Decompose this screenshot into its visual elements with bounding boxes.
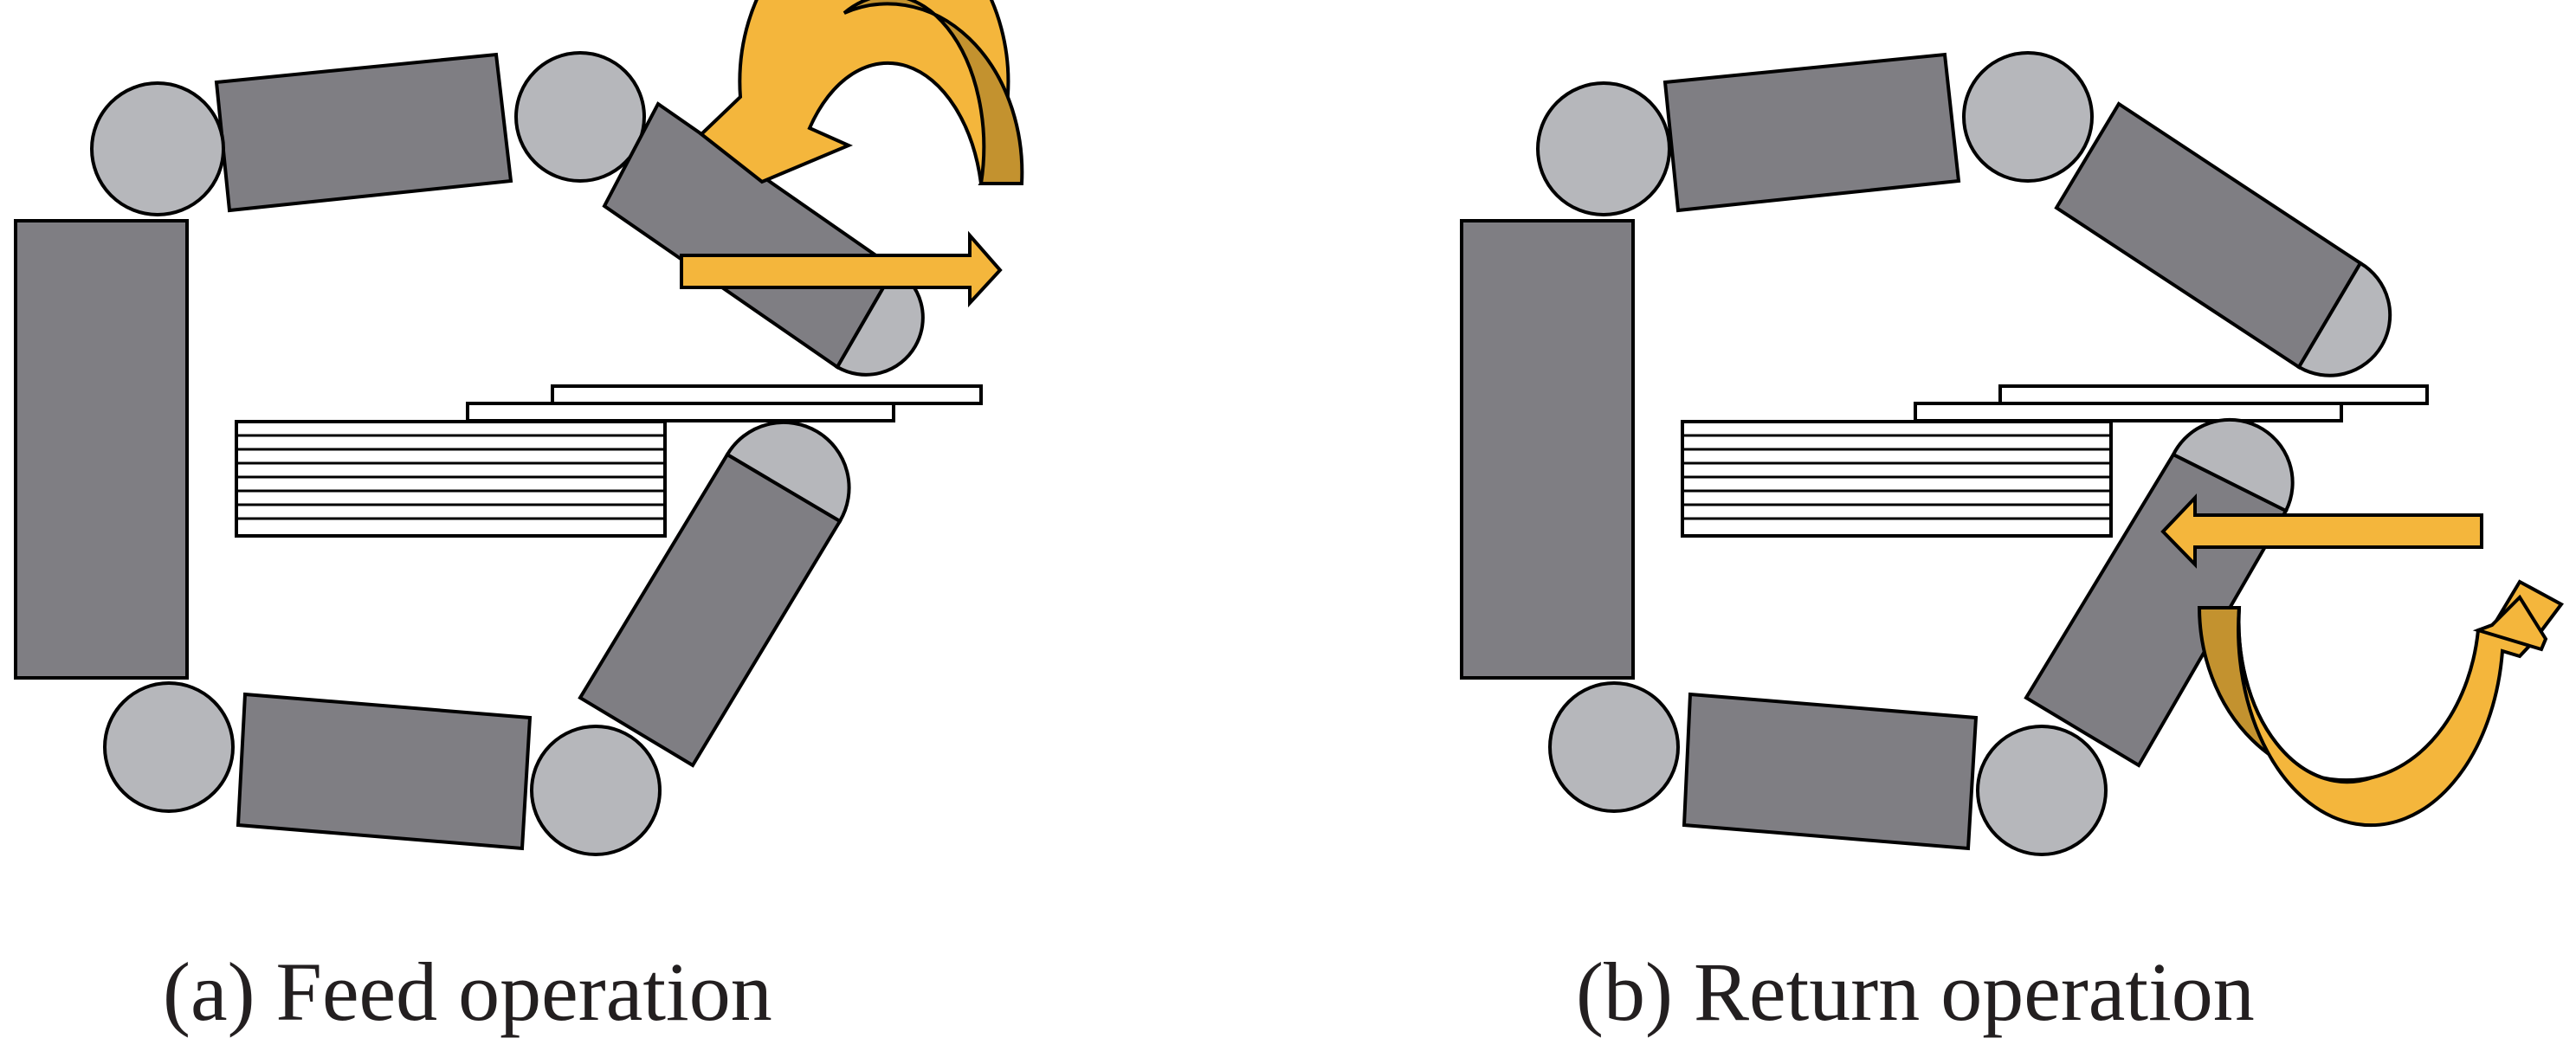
- curved-rotation-arrow-icon: [2197, 579, 2564, 828]
- sheet-stack: [235, 420, 667, 538]
- upper-separated-sheet: [1998, 384, 2429, 405]
- lower-left-link: [236, 692, 533, 851]
- curved-rotation-arrow-icon: [698, 0, 1024, 185]
- panel-b-return-operation: (b) Return operation: [1460, 51, 2564, 1038]
- panel-a-feed-operation: (a) Feed operation: [14, 0, 1024, 1038]
- caption-b: (b) Return operation: [1576, 945, 2255, 1038]
- upper-middle-joint: [1962, 51, 2094, 183]
- lower-middle-joint: [530, 725, 662, 856]
- lower-middle-joint: [1976, 725, 2108, 856]
- upper-right-link: [2054, 101, 2392, 377]
- straight-arrow-icon: [2160, 493, 2483, 569]
- upper-right-tip-roller: [2296, 261, 2392, 377]
- sheet-stack: [1681, 420, 2113, 538]
- upper-right-link: [602, 101, 925, 377]
- base-block: [14, 219, 189, 680]
- upper-middle-joint: [514, 51, 646, 183]
- upper-left-link: [1662, 52, 1961, 213]
- caption-a: (a) Feed operation: [163, 945, 772, 1038]
- lower-left-link: [1682, 692, 1979, 851]
- upper-left-link: [214, 52, 513, 213]
- lower-separated-sheet: [466, 402, 895, 422]
- upper-separated-sheet: [551, 384, 983, 405]
- lower-right-tip-roller: [2171, 417, 2295, 513]
- lower-right-link: [578, 420, 851, 768]
- upper-left-joint: [90, 81, 225, 216]
- lower-left-joint: [1548, 681, 1680, 813]
- base-block: [1460, 219, 1635, 680]
- lower-left-joint: [103, 681, 235, 813]
- lower-separated-sheet: [1914, 402, 2343, 422]
- lower-right-tip-roller: [725, 420, 851, 524]
- straight-arrow-icon: [680, 230, 1003, 308]
- upper-left-joint: [1536, 81, 1671, 216]
